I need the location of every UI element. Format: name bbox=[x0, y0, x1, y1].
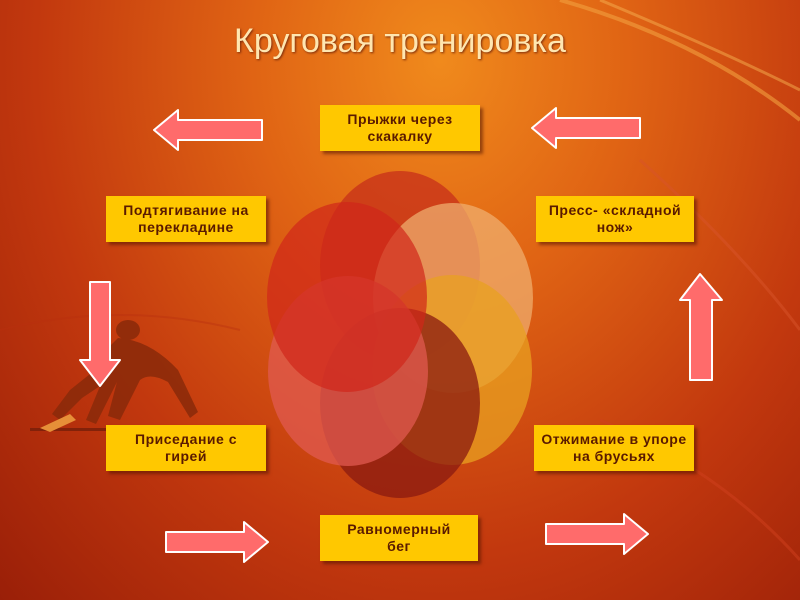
station-bottom: Равномерный бег bbox=[320, 515, 478, 561]
arrow-right-bottom-left-icon bbox=[165, 521, 269, 563]
arrow-right-bottom-right-icon bbox=[545, 513, 649, 555]
station-right-lower: Отжимание в упоре на брусьях bbox=[534, 425, 694, 471]
station-left-upper: Подтягивание на перекладине bbox=[106, 196, 266, 242]
station-right-upper: Пресс- «складной нож» bbox=[536, 196, 694, 242]
station-right-lower-label: Отжимание в упоре на брусьях bbox=[541, 431, 687, 464]
arrow-down-left-icon bbox=[79, 281, 121, 387]
station-top: Прыжки через скакалку bbox=[320, 105, 480, 151]
station-bottom-label: Равномерный бег bbox=[347, 521, 451, 554]
arrow-up-right-icon bbox=[679, 273, 723, 381]
station-left-lower: Приседание с гирей bbox=[106, 425, 266, 471]
station-top-label: Прыжки через скакалку bbox=[347, 111, 453, 144]
slide-title: Круговая тренировка bbox=[234, 22, 566, 60]
station-left-upper-label: Подтягивание на перекладине bbox=[123, 202, 249, 235]
arrow-left-top-icon bbox=[153, 109, 263, 151]
station-right-upper-label: Пресс- «складной нож» bbox=[548, 202, 682, 235]
station-left-lower-label: Приседание с гирей bbox=[135, 431, 237, 464]
circle-upper-left bbox=[267, 202, 427, 392]
arrow-left-top-right-icon bbox=[531, 107, 641, 149]
